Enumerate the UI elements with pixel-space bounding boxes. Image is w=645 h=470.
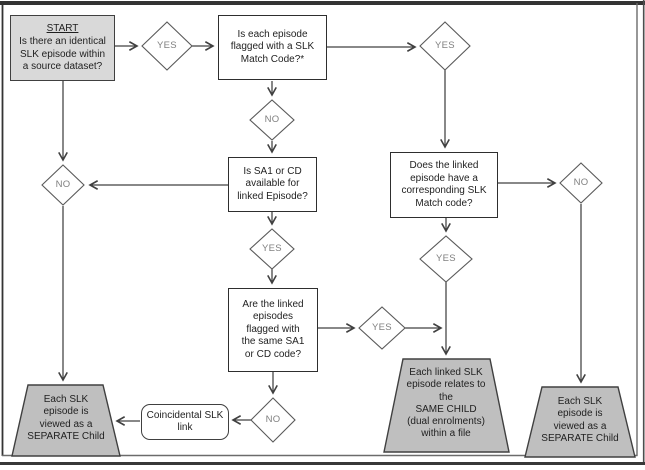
decision-yes-start-shape bbox=[141, 21, 193, 71]
decision-label-no-right: NO bbox=[573, 177, 589, 188]
decision-label-yes-same-code: YES bbox=[372, 322, 392, 333]
decision-yes-linked-shape bbox=[419, 235, 473, 283]
outcome-shapes bbox=[11, 358, 636, 458]
decision-no-right-shape bbox=[559, 162, 603, 204]
outcome-same-child-text: Each linked SLK episode relates to the S… bbox=[406, 367, 486, 440]
decision-yes-top-right-shape bbox=[419, 21, 471, 71]
decision-yes-sa1-shape bbox=[249, 228, 295, 270]
decision-label-yes-sa1: YES bbox=[262, 243, 282, 254]
question-flagged-box: Is each episode flagged with a SLK Match… bbox=[218, 15, 327, 80]
outcome-separate-left-text: Each SLK episode is viewed as a SEPARATE… bbox=[27, 394, 105, 442]
decision-label-no-flagged: NO bbox=[264, 114, 280, 125]
connector-lines bbox=[58, 41, 586, 426]
decision-label-yes-top-right: YES bbox=[435, 40, 455, 51]
start-title: START bbox=[46, 22, 79, 34]
question-linked-match-box: Does the linked episode have a correspon… bbox=[390, 152, 498, 218]
outcome-separate-left-shape bbox=[11, 384, 121, 457]
decision-no-same-code-shape bbox=[250, 397, 296, 443]
decision-label-yes-start: YES bbox=[157, 40, 177, 51]
decision-label-no-left: NO bbox=[55, 179, 71, 190]
decision-no-left-shape bbox=[41, 164, 85, 206]
outcome-separate-right-shape bbox=[524, 386, 636, 458]
decision-yes-same-code-shape bbox=[358, 306, 406, 350]
coincidental-link-box: Coincidental SLK link bbox=[141, 404, 229, 440]
decision-label-no-same-code: NO bbox=[265, 414, 281, 425]
start-node: START Is there an identical SLK episode … bbox=[10, 15, 115, 81]
question-sa1-box: Is SA1 or CD available for linked Episod… bbox=[228, 157, 317, 212]
outcome-separate-right-text: Each SLK episode is viewed as a SEPARATE… bbox=[541, 396, 619, 444]
decision-no-flagged-shape bbox=[249, 99, 295, 141]
start-body: Is there an identical SLK episode within… bbox=[19, 36, 106, 72]
decision-label-yes-linked: YES bbox=[436, 253, 456, 264]
outcome-same-child-shape bbox=[383, 358, 510, 453]
question-same-code-box: Are the linked episodes flagged with the… bbox=[228, 288, 318, 372]
decision-shapes bbox=[41, 21, 603, 443]
